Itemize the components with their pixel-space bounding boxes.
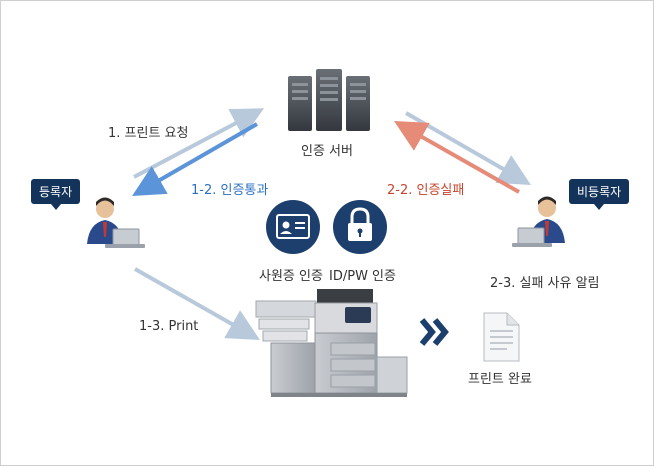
step-print-request: 1. 프린트 요청	[108, 126, 189, 141]
card-auth-label: 사원증 인증	[259, 269, 323, 284]
step-print: 1-3. Print	[139, 319, 199, 334]
step-auth-pass: 1-2. 인증통과	[191, 183, 269, 198]
password-auth-label: ID/PW 인증	[329, 269, 396, 284]
print-complete-label: 프린트 완료	[468, 372, 532, 387]
multifunction-printer-icon	[255, 289, 408, 397]
step-fail-notice: 2-3. 실패 사유 알림	[490, 276, 600, 291]
id-card-icon	[266, 200, 320, 254]
registered-user-icon	[87, 197, 145, 248]
lock-icon	[333, 200, 387, 254]
unregistered-user-icon	[512, 196, 565, 247]
document-icon	[483, 312, 520, 362]
step-auth-fail: 2-2. 인증실패	[387, 183, 465, 198]
server-label: 인증 서버	[301, 144, 353, 159]
arrow-pass-to-user	[132, 122, 258, 196]
arrow-print-to-printer	[134, 267, 260, 340]
arrow-server-to-nonuser	[405, 111, 531, 185]
server-rack-icon	[288, 69, 370, 131]
registered-user-tag: 등록자	[31, 179, 81, 210]
double-chevron-right-icon	[419, 318, 449, 346]
arrow-fail-to-server	[394, 121, 520, 194]
unregistered-user-tag: 비등록자	[569, 179, 630, 210]
